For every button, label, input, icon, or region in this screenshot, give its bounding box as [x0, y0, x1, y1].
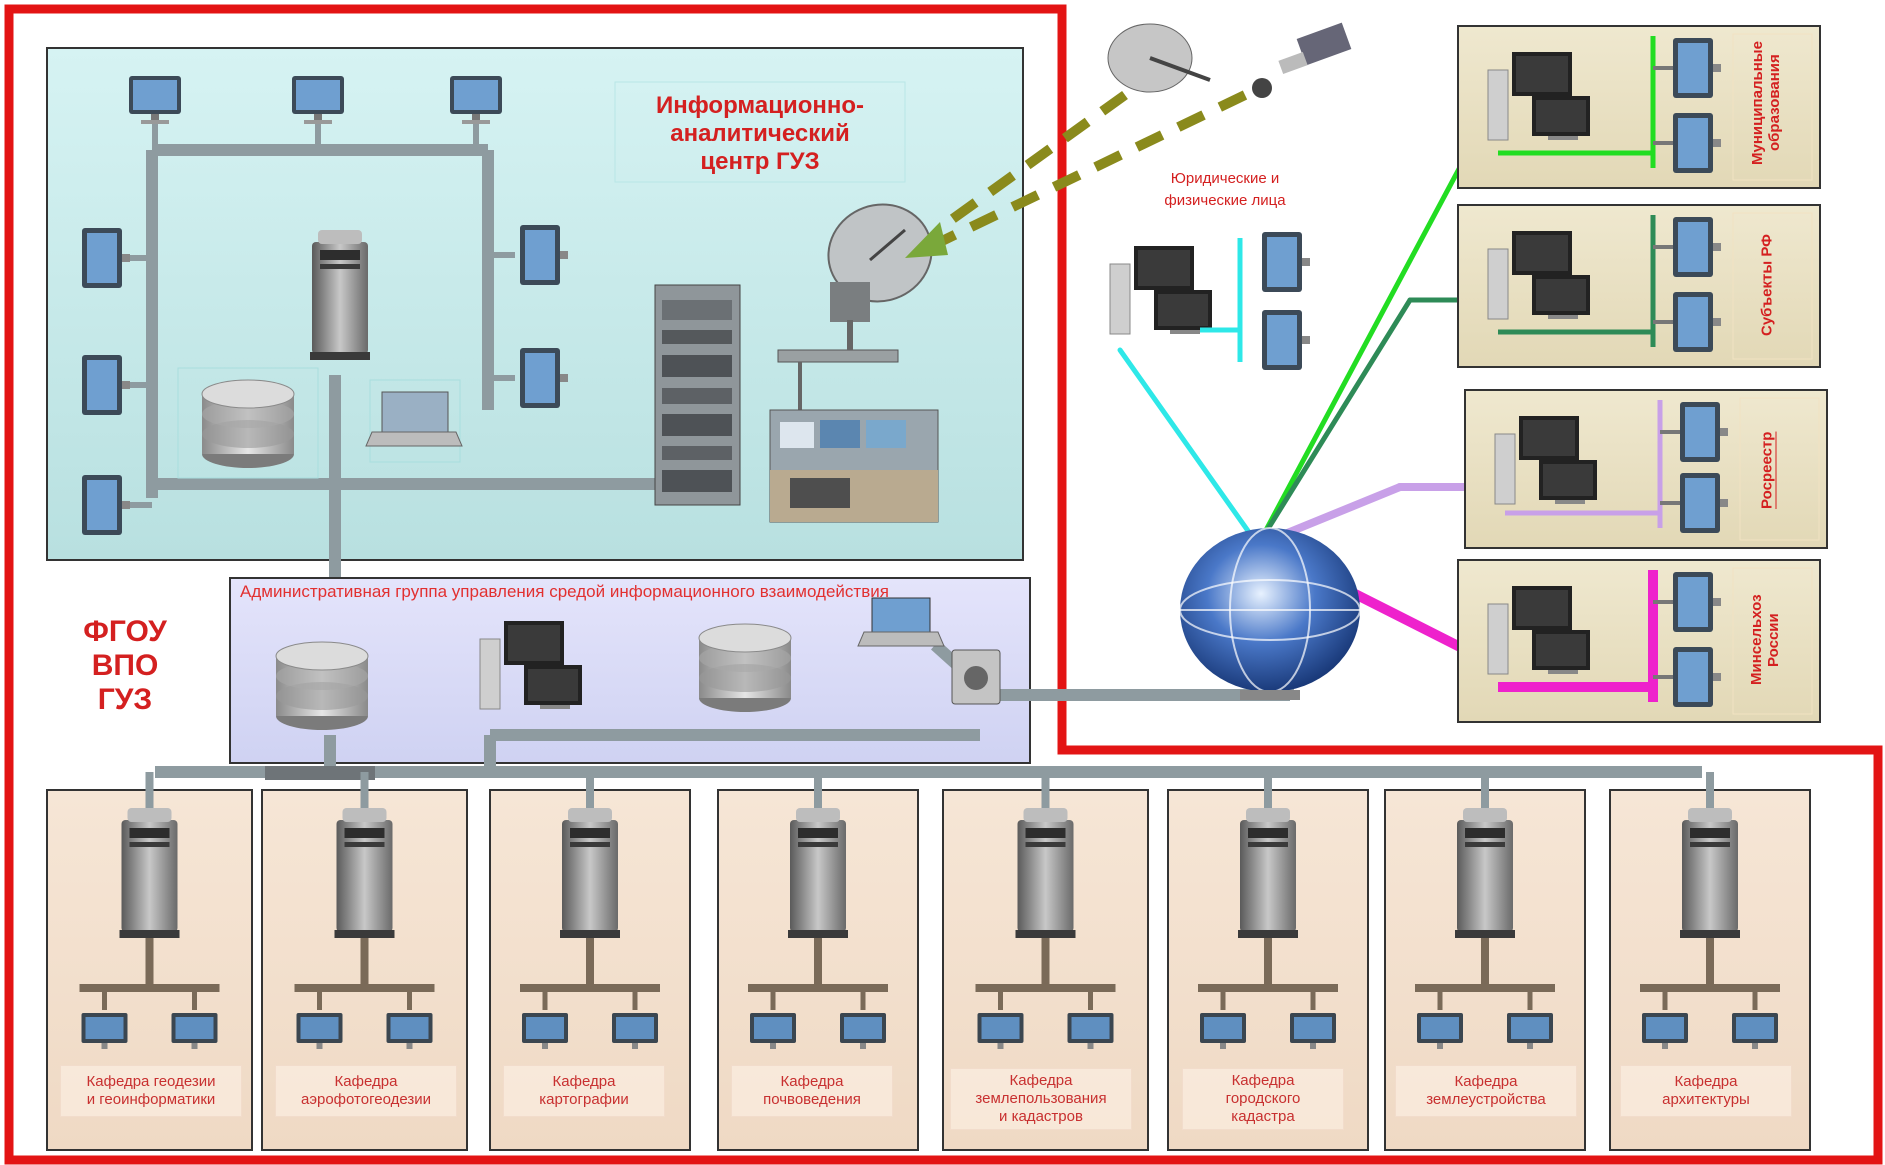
server-tower-icon	[119, 808, 180, 938]
server-tower-icon	[1455, 808, 1515, 938]
laptop-frame	[369, 379, 461, 463]
external-org-box	[1464, 389, 1828, 549]
control-room-image	[769, 409, 939, 523]
external-org-label: Муниципальные образования	[1749, 41, 1783, 165]
server-rack-icon	[654, 284, 741, 506]
server-tower-icon	[1015, 808, 1076, 938]
external-org-label: Минсельхоз России	[1748, 594, 1782, 686]
monitor-icon	[1262, 232, 1310, 292]
laptop-icon	[365, 391, 463, 447]
client-workstation-icon	[1109, 245, 1213, 335]
external-org-box	[1457, 25, 1821, 189]
info-center-title: Информационно- аналитический центр ГУЗ	[655, 92, 865, 175]
department-label: Кафедра картографии	[503, 1065, 665, 1117]
server-tower-icon	[334, 808, 395, 938]
university-boundary	[4, 4, 1883, 1165]
hub-icon	[265, 766, 375, 780]
ic-lan-stubs	[130, 120, 515, 508]
external-org-boxes	[1457, 25, 1828, 723]
server-tower-icon	[788, 808, 848, 938]
info-center-title-frame	[614, 81, 906, 183]
external-org-label: Субъекты РФ	[1758, 234, 1776, 336]
department-label: Кафедра городского кадастра	[1182, 1068, 1344, 1130]
department-backbone	[155, 735, 1702, 778]
monitor-icon	[1262, 310, 1310, 370]
server-tower-icon	[1238, 808, 1298, 938]
satellite-icon	[1107, 22, 1352, 98]
org-label: ФГОУ ВПО ГУЗ	[83, 615, 167, 716]
server-icon	[951, 649, 1001, 705]
department-label: Кафедра почвоведения	[731, 1065, 893, 1117]
satellite-link	[937, 90, 1248, 247]
server-tower-icon	[560, 808, 620, 938]
server-tower-icon	[1680, 808, 1740, 938]
satellite-dish-icon	[777, 203, 933, 410]
clients-label: Юридические и физические лица	[1164, 170, 1286, 209]
server-tower-icon	[310, 230, 370, 360]
department-label: Кафедра землепользования и кадастров	[950, 1068, 1132, 1130]
laptop-icon	[857, 597, 945, 647]
department-label: Кафедра геодезии и геоинформатики	[60, 1065, 242, 1117]
globe-icon	[1179, 527, 1361, 700]
satellite-link-arrowhead	[905, 222, 948, 258]
department-label: Кафедра аэрофотогеодезии	[275, 1065, 457, 1117]
department-label: Кафедра землеустройства	[1395, 1065, 1577, 1117]
db-frame	[177, 367, 319, 479]
external-org-box	[1457, 559, 1821, 723]
database-icon	[201, 379, 295, 469]
department-label: Кафедра архитектуры	[1620, 1065, 1792, 1117]
external-org-box	[1457, 204, 1821, 368]
ic-lan	[146, 144, 665, 590]
admin-group-title: Административная группа управления средо…	[240, 582, 889, 601]
database-icon	[275, 641, 369, 731]
database-icon	[698, 623, 792, 713]
external-org-label: Росреестр	[1758, 431, 1776, 509]
